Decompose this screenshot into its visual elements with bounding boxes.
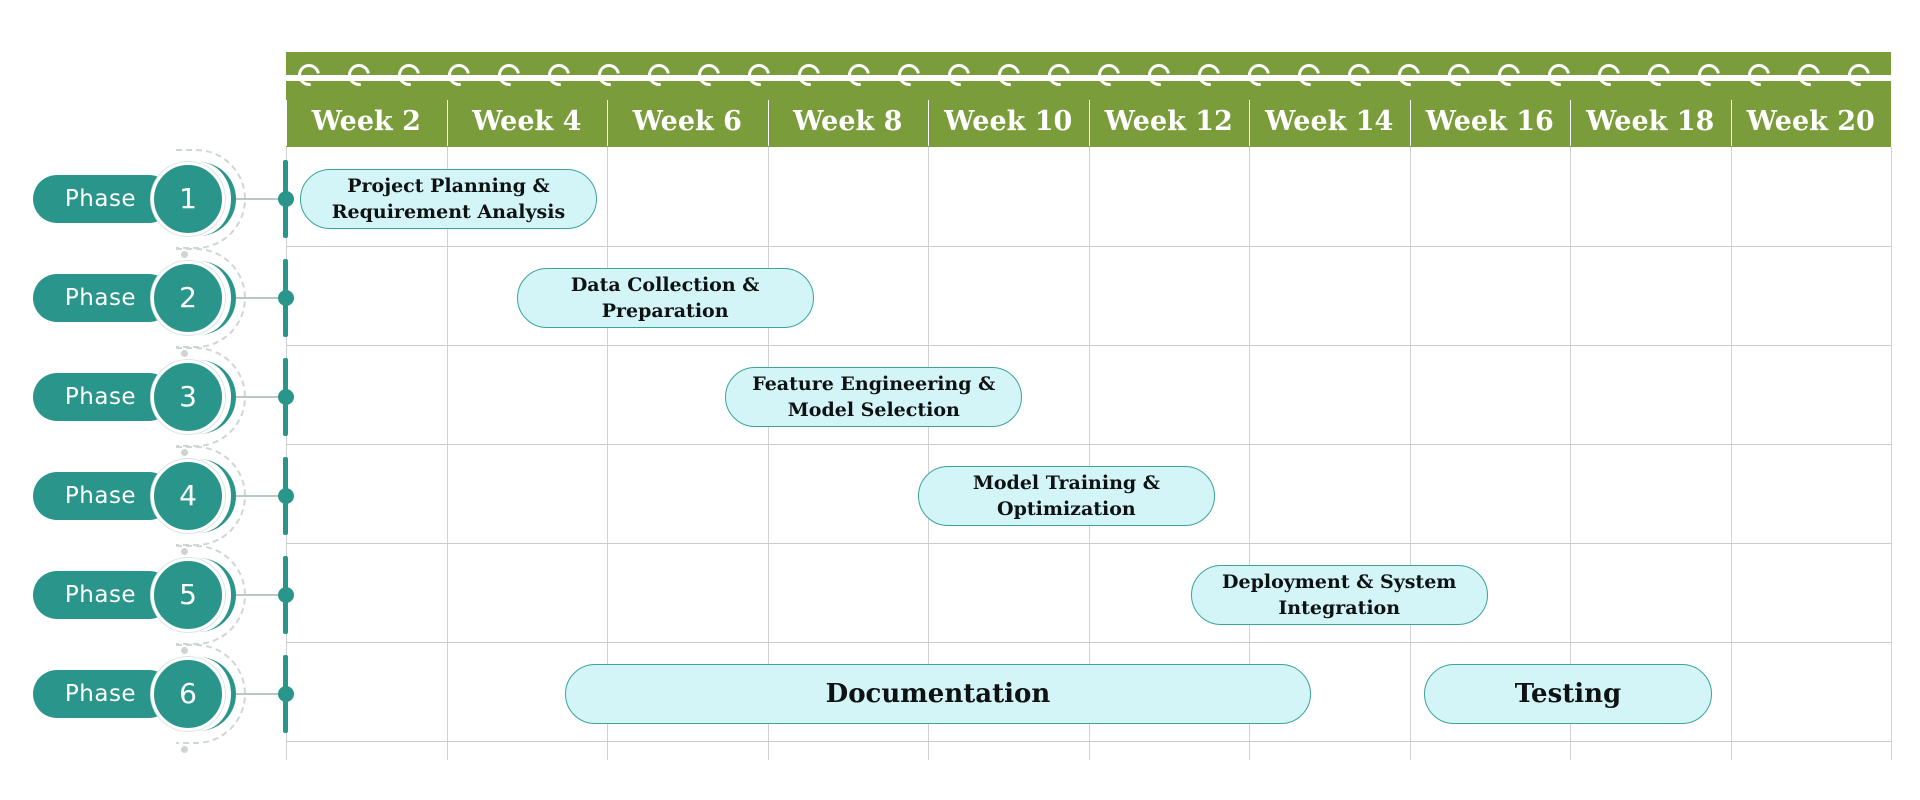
task-label: Feature Engineering & Model Selection — [752, 372, 996, 421]
grid-row-line — [286, 444, 1891, 445]
phase-label: Phase — [64, 284, 137, 311]
phase-pill: Phase — [33, 471, 173, 520]
task-bar: Feature Engineering & Model Selection — [725, 366, 1023, 427]
task-bar: Testing — [1423, 663, 1713, 724]
task-bar: Documentation — [564, 663, 1312, 724]
grid-column-line — [1730, 147, 1732, 760]
week-label: Week 18 — [1586, 106, 1715, 137]
phase-number-badge: 2 — [151, 260, 225, 335]
week-label: Week 8 — [793, 106, 903, 137]
phase-label: Phase — [64, 185, 137, 212]
phase-connector-line — [236, 494, 286, 497]
phase-pill: Phase — [33, 174, 173, 223]
phase-connector-dot — [278, 388, 294, 405]
grid-column-line — [1570, 147, 1571, 760]
task-bar: Data Collection & Preparation — [516, 267, 814, 328]
header-column-divider — [286, 100, 287, 146]
phase-label: Phase — [64, 680, 137, 707]
week-label: Week 14 — [1265, 106, 1394, 137]
phase-number-badge: 4 — [151, 458, 225, 533]
week-label: Week 12 — [1104, 106, 1233, 137]
header-column-divider — [1088, 100, 1090, 146]
phase-label: Phase — [64, 383, 137, 410]
phase-pill: Phase — [33, 570, 173, 619]
grid-column-line — [1891, 147, 1892, 760]
phase-connector-line — [236, 395, 286, 398]
grid-column-line — [607, 147, 608, 760]
header-column-divider — [607, 100, 608, 146]
week-label: Week 4 — [472, 106, 582, 137]
phase-number-badge: 6 — [151, 656, 225, 731]
task-label: Deployment & System Integration — [1222, 570, 1457, 619]
task-bar: Model Training & Optimization — [917, 465, 1215, 526]
phase-arc — [182, 458, 236, 533]
grid-row-line — [286, 246, 1891, 247]
phase-label: Phase — [64, 482, 137, 509]
phase-number: 1 — [179, 181, 197, 215]
grid-row-line — [286, 642, 1891, 643]
week-label: Week 2 — [311, 106, 421, 137]
phase-connector-line — [236, 296, 286, 299]
grid-column-line — [1249, 147, 1250, 760]
task-bar: Deployment & System Integration — [1190, 564, 1488, 625]
phase-arc — [182, 359, 236, 434]
phase-connector-dot — [278, 190, 294, 207]
grid-column-line — [446, 147, 448, 760]
phase-number: 6 — [179, 676, 197, 710]
grid-row-line — [286, 741, 1891, 742]
task-label: Data Collection & Preparation — [570, 273, 760, 322]
header-column-divider — [928, 100, 929, 146]
phase-arc — [182, 161, 236, 236]
phase-arc — [182, 557, 236, 632]
phase-arc — [182, 656, 236, 731]
grid-column-line — [928, 147, 929, 760]
header-column-divider — [1891, 100, 1892, 146]
phase-number-badge: 1 — [151, 161, 225, 236]
phase-connector-line — [236, 593, 286, 596]
grid-column-line — [1409, 147, 1411, 760]
week-label: Week 6 — [632, 106, 742, 137]
phase-number-badge: 3 — [151, 359, 225, 434]
phase-connector-line — [236, 197, 286, 200]
phase-connector-dot — [278, 685, 294, 702]
phase-number-badge: 5 — [151, 557, 225, 632]
task-label: Project Planning & Requirement Analysis — [331, 174, 566, 223]
week-label: Week 10 — [944, 106, 1073, 137]
phase-connector-line — [236, 692, 286, 695]
header-column-divider — [767, 100, 769, 146]
grid-row-line — [286, 345, 1891, 346]
grid-row-line — [286, 543, 1891, 544]
phase-label: Phase — [64, 581, 137, 608]
header-column-divider — [1730, 100, 1732, 146]
task-label: Testing — [1514, 678, 1622, 709]
phase-connector-dot — [278, 289, 294, 306]
phase-pill: Phase — [33, 669, 173, 718]
phase-number: 2 — [179, 280, 197, 314]
grid-column-line — [767, 147, 769, 760]
header-column-divider — [1409, 100, 1411, 146]
task-label: Model Training & Optimization — [972, 471, 1160, 520]
task-label: Documentation — [825, 678, 1051, 709]
header-column-divider — [446, 100, 448, 146]
phase-arc — [182, 260, 236, 335]
header-binding-rule — [286, 75, 1891, 81]
phase-pill: Phase — [33, 372, 173, 421]
phase-number: 3 — [179, 379, 197, 413]
week-label: Week 20 — [1746, 106, 1875, 137]
week-label: Week 16 — [1425, 106, 1554, 137]
phase-number: 5 — [179, 577, 197, 611]
header-column-divider — [1570, 100, 1571, 146]
phase-connector-dot — [278, 487, 294, 504]
phase-pill: Phase — [33, 273, 173, 322]
grid-column-line — [1088, 147, 1090, 760]
header-column-divider — [1249, 100, 1250, 146]
phase-connector-dot — [278, 586, 294, 603]
grid-column-line — [286, 147, 287, 760]
phase-number: 4 — [179, 478, 197, 512]
task-bar: Project Planning & Requirement Analysis — [300, 168, 597, 229]
connector-dot — [181, 745, 188, 753]
